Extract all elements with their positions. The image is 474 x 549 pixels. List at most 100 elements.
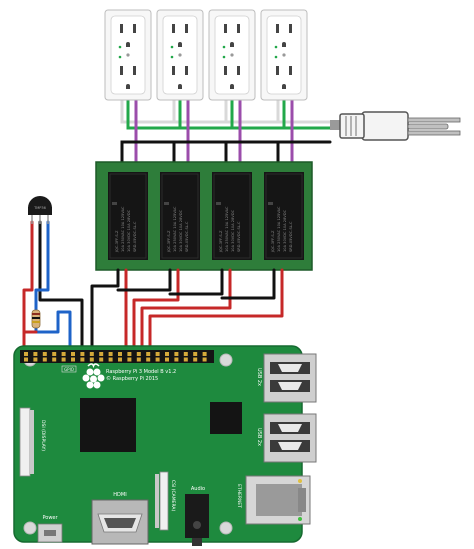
- dsi-connector: DSI (DISPLAY): [19, 407, 46, 477]
- audio-jack: Audio: [185, 486, 209, 546]
- usb-port-bottom: USB 2x: [256, 413, 317, 463]
- power-outlet: [156, 9, 204, 101]
- plug-prong: [407, 130, 461, 136]
- gpio-pin: [127, 357, 132, 362]
- gpio-pin: [71, 352, 75, 356]
- gpio-pin: [118, 357, 122, 362]
- power-outlet: [104, 9, 152, 101]
- sensor-label: TMP36: [33, 206, 46, 210]
- relay-label: SRD-05VDC-SL-C: [133, 221, 137, 252]
- relay-label: JQC-3FF-S-Z: [115, 230, 119, 253]
- ground-wire: [126, 98, 332, 130]
- plug-body: [361, 111, 409, 141]
- ethernet-port: ETHERNET: [236, 475, 311, 525]
- relay-label: 10A 30VDC 10A 28VDC: [283, 209, 287, 252]
- signal-wires: [22, 220, 284, 358]
- dsi-label: DSI (DISPLAY): [40, 420, 46, 451]
- gpio-label: GPIO: [64, 367, 74, 372]
- relay-label: 10A 30VDC 10A 28VDC: [179, 209, 183, 252]
- hdmi-port: HDMI: [91, 492, 149, 545]
- ethernet-label: ETHERNET: [236, 484, 242, 508]
- relay-label: JQC-3FF-S-Z: [167, 230, 171, 253]
- gpio-pin: [193, 352, 198, 356]
- outlet-row: [104, 9, 308, 101]
- soc-chip: [80, 398, 136, 452]
- pi-copyright-label: © Raspberry Pi 2015: [106, 375, 158, 382]
- gpio-pin: [136, 352, 141, 356]
- plug-grip: [339, 113, 365, 139]
- power-plug: [330, 111, 461, 141]
- gpio-pin: [33, 352, 38, 356]
- gpio-pin: [183, 357, 188, 362]
- gpio-pin: [174, 352, 179, 356]
- usb-bottom-label: USB 2x: [256, 428, 262, 446]
- mains-wires: [120, 98, 332, 170]
- usb-top-label: USB 2x: [256, 368, 262, 386]
- gpio-pin: [52, 357, 57, 362]
- pi-model-label: Raspberry Pi 3 Model B v1.2: [106, 369, 176, 375]
- gpio-header: [20, 350, 214, 363]
- relay-label: 10A 250VAC 10A 125VAC: [121, 206, 125, 252]
- gpio-pin: [146, 357, 151, 362]
- relay-label: SRD-05VDC-SL-C: [237, 221, 241, 252]
- relay-label: SRD-05VDC-SL-C: [185, 221, 189, 252]
- pullup-resistor: [31, 309, 41, 329]
- usb-port-top: USB 2x: [256, 353, 317, 403]
- power-outlet: [260, 9, 308, 101]
- relay-label: 10A 30VDC 10A 28VDC: [231, 209, 235, 252]
- usb-lan-chip: [210, 402, 242, 434]
- csi-label: CSI (CAMERA): [170, 480, 176, 511]
- gpio-pin: [99, 352, 104, 356]
- gpio-pin: [202, 357, 207, 362]
- gpio-pin: [24, 352, 28, 356]
- plug-prong: [407, 117, 461, 123]
- hdmi-label: HDMI: [113, 492, 126, 498]
- gpio-pin: [33, 357, 38, 362]
- gpio-pin: [61, 352, 66, 356]
- gpio-pin: [155, 357, 160, 362]
- gpio-pin: [174, 357, 179, 362]
- power-label: Power: [42, 515, 58, 521]
- gpio-pin: [108, 357, 113, 362]
- neutral-wire: [120, 98, 332, 124]
- gpio-pin: [61, 357, 66, 362]
- gpio-pin: [108, 352, 113, 356]
- gpio-pin: [127, 352, 132, 356]
- gpio-pin: [146, 352, 151, 356]
- gpio-pin: [42, 352, 47, 356]
- gpio-pin: [118, 352, 122, 356]
- plug-ground-prong: [407, 123, 449, 130]
- gpio-pin: [80, 357, 85, 362]
- audio-label: Audio: [191, 486, 205, 492]
- relay-label: 10A 30VDC 10A 28VDC: [127, 209, 131, 252]
- gpio-pin: [89, 352, 94, 356]
- gpio-pin: [165, 357, 169, 362]
- gpio-pin: [99, 357, 104, 362]
- gpio-pin: [42, 357, 47, 362]
- power-outlet: [208, 9, 256, 101]
- relay-label: JQC-3FF-S-Z: [219, 230, 223, 253]
- temperature-sensor: TMP36: [28, 196, 52, 224]
- raspberry-logo-icon: [82, 363, 105, 389]
- gpio-pin: [80, 352, 85, 356]
- gpio-pin: [24, 357, 28, 362]
- relay-label: 10A 250VAC 10A 125VAC: [277, 206, 281, 252]
- gpio-pin: [155, 352, 160, 356]
- line-wire: [120, 140, 332, 170]
- raspberry-pi-board: GPIO Raspberry Pi 3 Model B v1.2 © Raspb…: [13, 345, 317, 546]
- relay-label: JQC-3FF-S-Z: [271, 230, 275, 253]
- gpio-label-box: [61, 365, 77, 373]
- csi-connector: CSI (CAMERA): [155, 471, 176, 531]
- gpio-pin: [136, 357, 141, 362]
- gpio-pin: [202, 352, 207, 356]
- gpio-pin: [52, 352, 57, 356]
- gpio-pin: [89, 357, 94, 362]
- power-port: Power: [37, 515, 63, 543]
- gpio-pin: [165, 352, 169, 356]
